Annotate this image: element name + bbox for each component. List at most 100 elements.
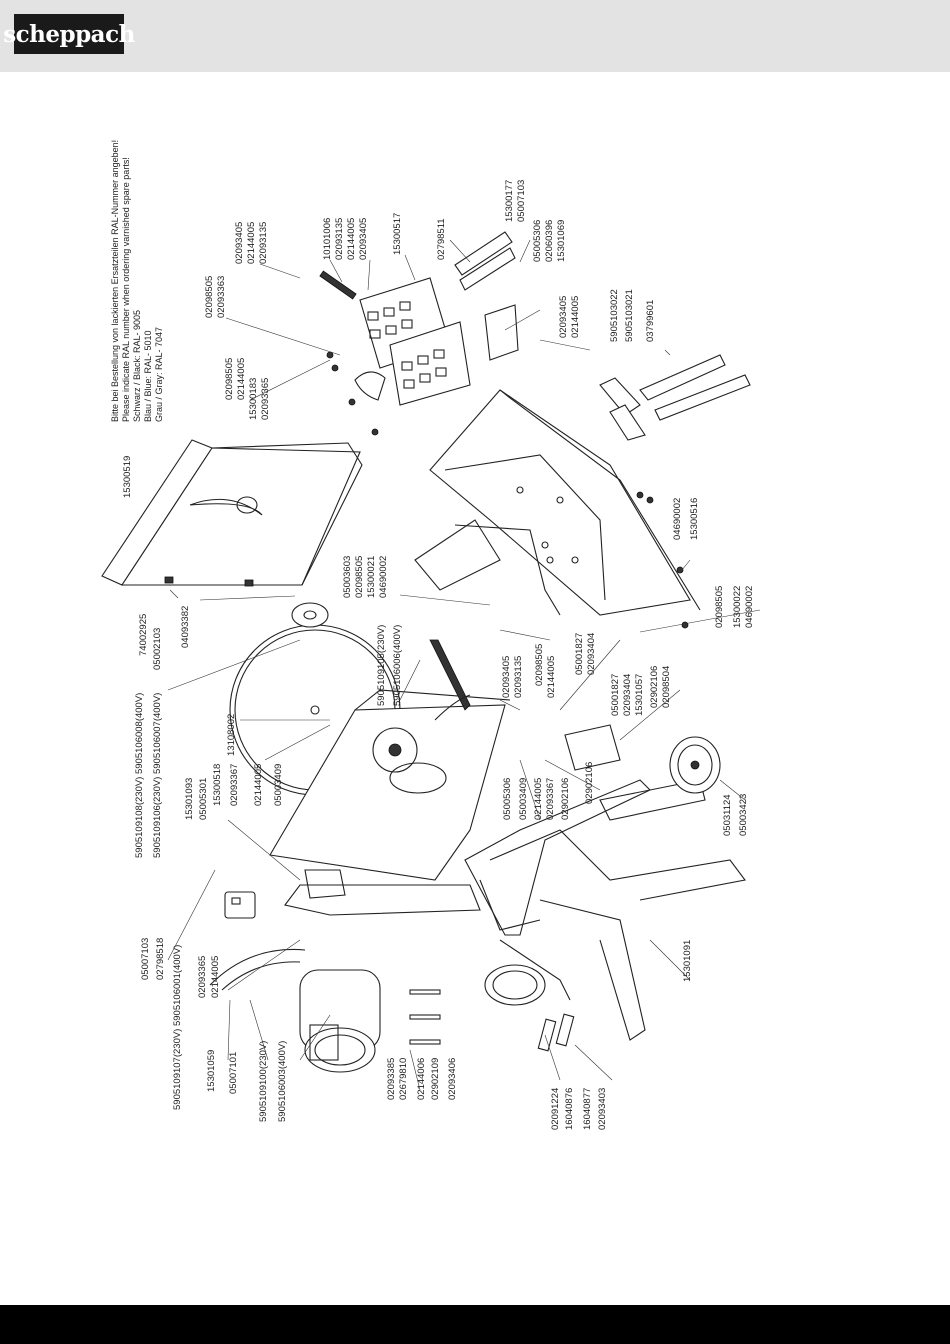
ral-note-line-3: Schwarz / Black: RAL- 9005 [132, 310, 142, 422]
part-number-label: 02093385 [386, 1058, 397, 1100]
page-header: scheppach [0, 0, 950, 72]
part-number-label: 5905109108(230V) 5905106008(400V) [134, 693, 145, 858]
part-number-label: 02098505 [354, 556, 365, 598]
part-number-label: 05003409 [273, 764, 284, 806]
part-number-label: 05003423 [738, 794, 749, 836]
part-number-label: 02093405 [558, 296, 569, 338]
part-number-label: 04690002 [744, 586, 755, 628]
part-number-label: 05031124 [722, 794, 733, 836]
part-number-label: 02093404 [586, 633, 597, 675]
part-number-label: 02093405 [501, 656, 512, 698]
part-number-label: 02093405 [234, 222, 245, 264]
part-number-label: 16040876 [564, 1088, 575, 1130]
part-number-label: 02798511 [436, 218, 447, 260]
part-number-label: 02144005 [236, 358, 247, 400]
part-number-label: 02144005 [253, 764, 264, 806]
part-number-label: 15300519 [122, 456, 133, 498]
part-labels: 02093405 02144005 02093135 02098505 0209… [122, 180, 755, 1130]
part-number-label: 15301059 [206, 1050, 217, 1092]
part-number-label: 02093363 [216, 276, 227, 318]
part-number-label: 05002103 [152, 628, 163, 670]
part-number-label: 02060396 [544, 220, 555, 262]
part-number-label: 02093367 [545, 778, 556, 820]
part-number-label: 02679810 [398, 1058, 409, 1100]
part-number-label: 02144005 [246, 222, 257, 264]
part-number-label: 02144005 [346, 218, 357, 260]
part-number-label: 02144005 [210, 956, 221, 998]
part-number-label: 02098505 [224, 358, 235, 400]
scheppach-logo: scheppach [3, 14, 135, 54]
part-number-label: 15301093 [184, 778, 195, 820]
part-number-label: 15300021 [366, 556, 377, 598]
ral-note-line-4: Blau / Blue: RAL- 5010 [143, 330, 153, 422]
ral-note-line-2: Please indicate RAL number when ordering… [121, 157, 131, 422]
part-number-label: 02144005 [570, 296, 581, 338]
part-number-label: 02144005 [546, 656, 557, 698]
part-number-label: 02093135 [334, 218, 345, 260]
part-number-label: 02098505 [714, 586, 725, 628]
page-footer-bar [0, 1305, 950, 1344]
exploded-parts-diagram: Bitte bei Bestellung von lackierten Ersa… [101, 140, 761, 1130]
part-number-label: 5905109100(230V) [258, 1041, 269, 1122]
ral-note: Bitte bei Bestellung von lackierten Ersa… [110, 140, 164, 422]
part-number-label: 05005301 [198, 778, 209, 820]
part-number-label: 05001827 [574, 633, 585, 675]
part-number-label: 04690002 [378, 556, 389, 598]
part-number-label: 02093365 [197, 956, 208, 998]
part-number-label: 5905103021 [624, 289, 635, 342]
part-number-label: 02093406 [447, 1058, 458, 1100]
part-number-label: 02093135 [513, 656, 524, 698]
part-number-label: 05003603 [342, 556, 353, 598]
part-number-label: 15300518 [212, 764, 223, 806]
ral-note-line-5: Grau / Gray: RAL- 7047 [154, 327, 164, 422]
part-number-label: 05005306 [502, 778, 513, 820]
part-number-label: 15301069 [556, 220, 567, 262]
part-number-label: 02093405 [358, 218, 369, 260]
part-number-label: 04690002 [672, 498, 683, 540]
part-number-label: 04093382 [180, 606, 191, 648]
part-number-label: 05005306 [532, 220, 543, 262]
part-number-label: 05007103 [140, 938, 151, 980]
part-number-label: 5905109107(230V) 5905106001(400V) [172, 945, 183, 1110]
part-number-label: 02098504 [661, 666, 672, 708]
part-number-label: 10101006 [322, 218, 333, 260]
part-number-label: 05007103 [516, 180, 527, 222]
part-number-label: 02098505 [204, 276, 215, 318]
part-number-label: 02798518 [155, 938, 166, 980]
ral-note-line-1: Bitte bei Bestellung von lackierten Ersa… [110, 140, 120, 422]
part-number-label: 05007101 [228, 1052, 239, 1094]
part-number-label: 02902106 [649, 666, 660, 708]
part-number-label: 15300516 [689, 498, 700, 540]
part-number-label: 05001827 [610, 674, 621, 716]
part-number-label: 02093404 [622, 674, 633, 716]
part-number-label: 15300177 [504, 180, 515, 222]
part-number-label: 02902109 [430, 1058, 441, 1100]
part-number-label: 15301057 [634, 674, 645, 716]
part-number-label: 5905109106(230V) 5905106007(400V) [152, 693, 163, 858]
part-number-label: 02091224 [550, 1088, 561, 1130]
part-number-label: 5905109105(230V) [376, 625, 387, 706]
part-number-label: 5905103022 [609, 289, 620, 342]
part-number-label: 02093403 [597, 1088, 608, 1130]
drawing [101, 231, 751, 1073]
leader-lines [167, 239, 761, 1091]
part-number-label: 02902106 [584, 762, 595, 804]
part-number-label: 16040877 [582, 1088, 593, 1130]
part-number-label: 02093365 [260, 378, 271, 420]
part-number-label: 02144006 [416, 1058, 427, 1100]
part-number-label: 02902106 [560, 778, 571, 820]
part-number-label: 02093135 [258, 222, 269, 264]
part-number-label: 74002925 [138, 614, 149, 656]
part-number-label: 03799601 [645, 300, 656, 342]
part-number-label: 15301091 [682, 940, 693, 982]
part-number-label: 02098505 [534, 644, 545, 686]
part-number-label: 13108002 [226, 714, 237, 756]
part-number-label: 5905106003(400V) [277, 1041, 288, 1122]
part-number-label: 02093367 [229, 764, 240, 806]
part-number-label: 15300022 [732, 586, 743, 628]
part-number-label: 5905106006(400V) [392, 625, 403, 706]
part-number-label: 15300517 [392, 213, 403, 255]
part-number-label: 05003409 [518, 778, 529, 820]
part-number-label: 15300183 [248, 378, 259, 420]
part-number-label: 02144005 [533, 778, 544, 820]
